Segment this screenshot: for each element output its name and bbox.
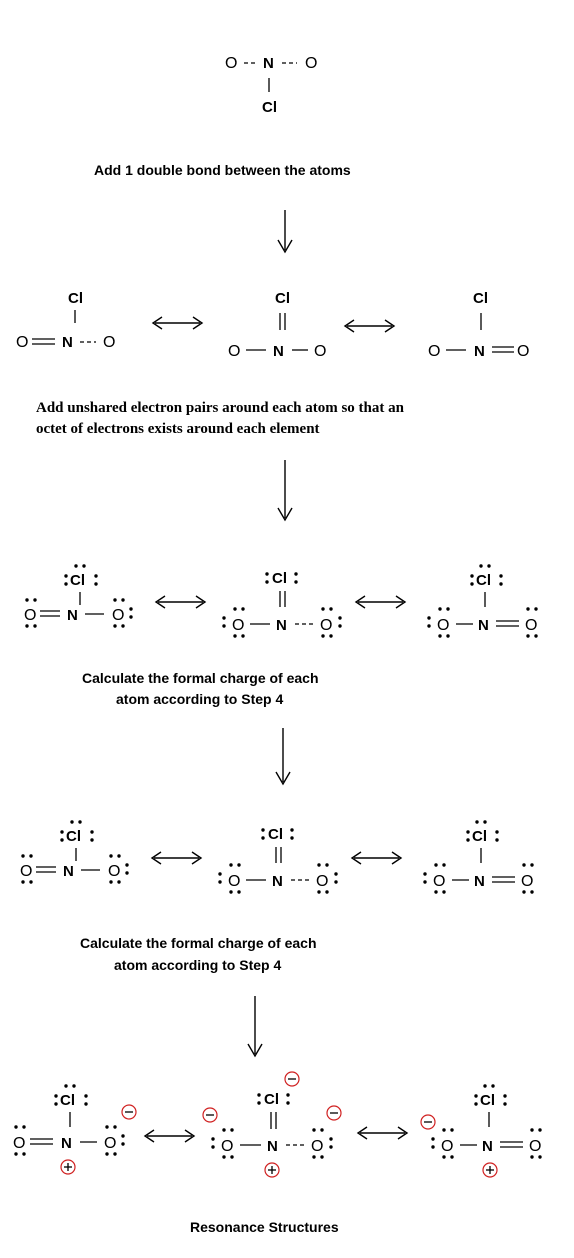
atom-o: O — [305, 55, 317, 72]
down-arrow — [275, 728, 291, 786]
atom-o: O — [225, 55, 237, 72]
atom-o: O — [221, 1138, 233, 1155]
atom-o: O — [437, 617, 449, 634]
atom-cl: Cl — [275, 290, 290, 307]
positive-charge-icon — [60, 1159, 76, 1175]
resonance-arrow — [150, 851, 203, 865]
resonance-arrow — [154, 595, 207, 609]
atom-n: N — [63, 863, 74, 880]
down-arrow — [277, 210, 293, 254]
caption-final: Resonance Structures — [190, 1219, 339, 1235]
negative-charge-icon — [121, 1104, 137, 1120]
structure-row-formal-charges: Cl O N O Cl — [13, 1071, 542, 1178]
atom-cl: Cl — [262, 99, 277, 116]
atom-o: O — [517, 343, 529, 360]
structure-row-lone-pairs-repeat: Cl O N O Cl O N O — [20, 820, 534, 894]
atom-o: O — [24, 607, 36, 624]
negative-charge-icon — [202, 1107, 218, 1123]
atom-cl: Cl — [476, 572, 491, 589]
atom-o: O — [525, 617, 537, 634]
atom-cl: Cl — [272, 570, 287, 587]
structure-row-lone-pairs: Cl O N O Cl O N O — [24, 564, 538, 638]
atom-n: N — [272, 873, 283, 890]
resonance-arrow — [350, 851, 403, 865]
down-arrow — [247, 996, 263, 1058]
atom-o: O — [20, 863, 32, 880]
positive-charge-icon — [482, 1162, 498, 1178]
down-arrow — [277, 460, 293, 522]
atom-o: O — [316, 873, 328, 890]
atom-o: O — [104, 1135, 116, 1152]
caption-step3-line2: atom according to Step 4 — [116, 691, 283, 707]
atom-o: O — [103, 334, 115, 351]
atom-cl: Cl — [472, 828, 487, 845]
atom-o: O — [13, 1135, 25, 1152]
resonance-arrow — [143, 1129, 196, 1143]
atom-cl: Cl — [268, 826, 283, 843]
atom-o: O — [529, 1138, 541, 1155]
skeleton-structure: O N O Cl — [225, 55, 317, 116]
resonance-arrow — [343, 319, 396, 333]
atom-o: O — [228, 343, 240, 360]
atom-n: N — [482, 1138, 493, 1155]
atom-o: O — [433, 873, 445, 890]
atom-n: N — [263, 55, 274, 72]
caption-step3-line1: Calculate the formal charge of each — [82, 670, 319, 686]
caption-step2-line2: octet of electrons exists around each el… — [36, 421, 320, 437]
atom-cl: Cl — [473, 290, 488, 307]
atom-o: O — [108, 863, 120, 880]
positive-charge-icon — [264, 1162, 280, 1178]
atom-n: N — [273, 343, 284, 360]
atom-cl: Cl — [480, 1092, 495, 1109]
structure-row-bonds: Cl O N O Cl O N O Cl O N — [16, 290, 529, 360]
atom-o: O — [314, 343, 326, 360]
atom-o: O — [16, 334, 28, 351]
atom-n: N — [276, 617, 287, 634]
atom-cl: Cl — [70, 572, 85, 589]
atom-cl: Cl — [66, 828, 81, 845]
caption-step4-line2: atom according to Step 4 — [114, 957, 281, 973]
atom-n: N — [62, 334, 73, 351]
atom-n: N — [61, 1135, 72, 1152]
atom-o: O — [311, 1138, 323, 1155]
caption-step2-line1: Add unshared electron pairs around each … — [36, 400, 405, 416]
atom-o: O — [228, 873, 240, 890]
atom-o: O — [441, 1138, 453, 1155]
atom-o: O — [320, 617, 332, 634]
atom-o: O — [428, 343, 440, 360]
resonance-arrow — [356, 1126, 409, 1140]
caption-step4-line1: Calculate the formal charge of each — [80, 935, 317, 951]
negative-charge-icon — [284, 1071, 300, 1087]
atom-n: N — [67, 607, 78, 624]
atom-cl: Cl — [264, 1091, 279, 1108]
atom-n: N — [267, 1138, 278, 1155]
atom-n: N — [478, 617, 489, 634]
caption-step1: Add 1 double bond between the atoms — [94, 162, 351, 178]
negative-charge-icon — [326, 1105, 342, 1121]
atom-o: O — [521, 873, 533, 890]
atom-cl: Cl — [68, 290, 83, 307]
atom-o: O — [112, 607, 124, 624]
atom-n: N — [474, 343, 485, 360]
negative-charge-icon — [420, 1114, 436, 1130]
resonance-arrow — [151, 316, 204, 330]
resonance-arrow — [354, 595, 407, 609]
atom-o: O — [232, 617, 244, 634]
atom-n: N — [474, 873, 485, 890]
atom-cl: Cl — [60, 1092, 75, 1109]
